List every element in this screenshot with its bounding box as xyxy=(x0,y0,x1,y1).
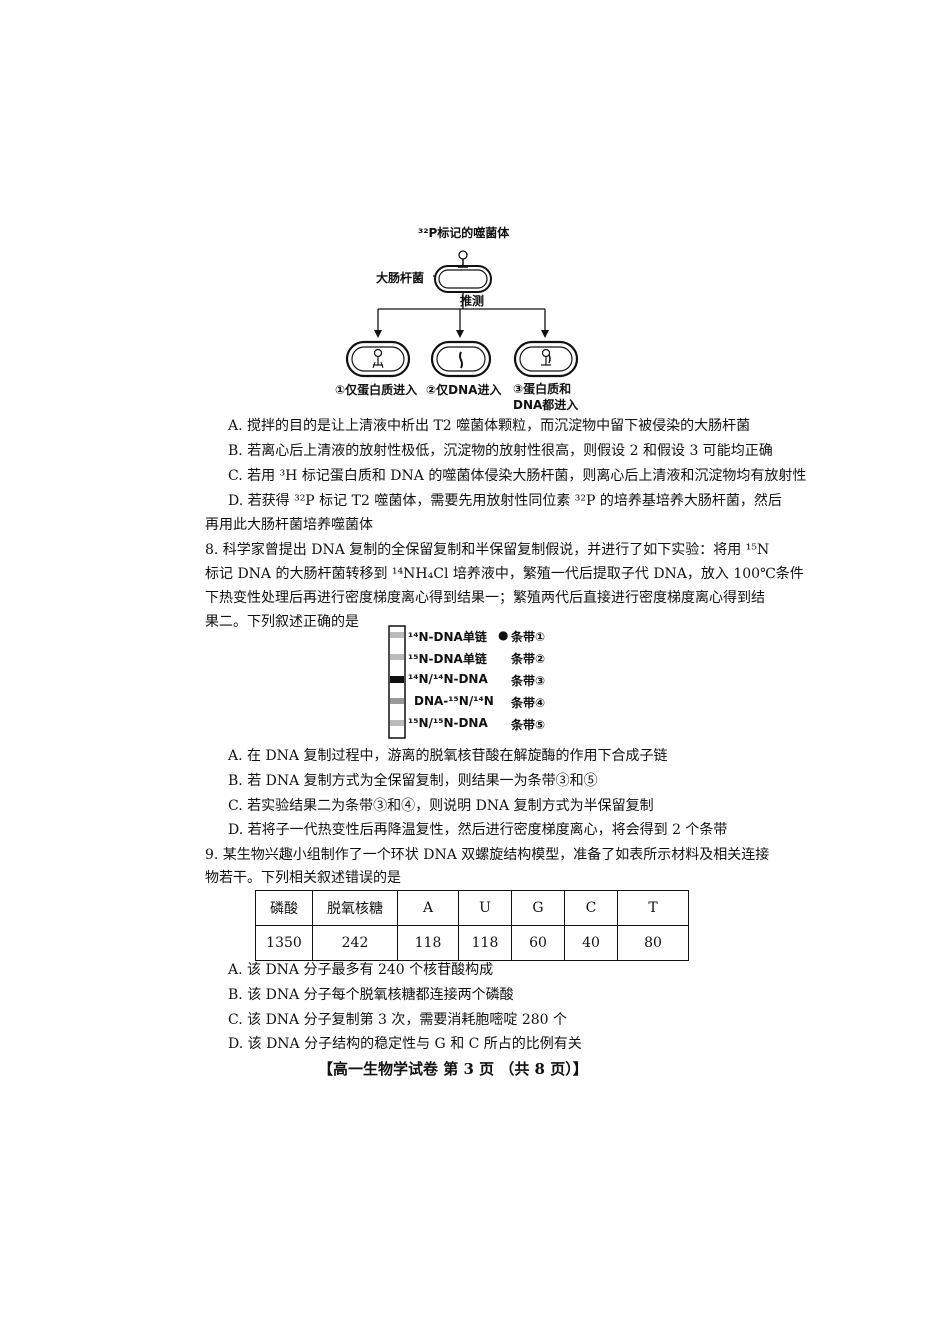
band-5-name: ¹⁵N/¹⁵N-DNA xyxy=(408,716,488,730)
table-header-cell: G xyxy=(511,890,565,926)
q7-option-c: C. 若用 ³H 标记蛋白质和 DNA 的噬菌体侵染大肠杆菌，则离心后上清液和沉… xyxy=(228,468,807,484)
q7-option-d: D. 若获得 ³²P 标记 T2 噬菌体，需要先用放射性同位素 ³²P 的培养基… xyxy=(228,493,782,509)
centrifuge-tube-icon xyxy=(388,625,406,739)
q8-stem-line2: 标记 DNA 的大肠杆菌转移到 ¹⁴NH₄Cl 培养液中，繁殖一代后提取子代 D… xyxy=(205,566,804,582)
figure1-title: ³²P标记的噬菌体 xyxy=(418,226,510,240)
table-header-cell: 脱氧核糖 xyxy=(312,890,398,926)
band-4-name: DNA-¹⁵N/¹⁴N xyxy=(414,694,494,708)
band-4-label: 条带④ xyxy=(511,696,546,710)
centrifuge-tube-diagram: ¹⁴N-DNA单链 ¹⁵N-DNA单链 ¹⁴N/¹⁴N-DNA DNA-¹⁵N/… xyxy=(386,624,566,744)
q8-option-d: D. 若将子一代热变性后再降温复性，然后进行密度梯度离心，将会得到 2 个条带 xyxy=(228,822,728,838)
table-row: 1350 242 118 118 60 40 80 xyxy=(255,925,689,961)
hypothesis-3-label: ③蛋白质和DNA都进入 xyxy=(513,382,579,412)
q9-option-a: A. 该 DNA 分子最多有 240 个核苷酸构成 xyxy=(228,962,494,978)
table-header-row: 磷酸 脱氧核糖 A U G C T xyxy=(255,890,689,926)
table-header-cell: T xyxy=(617,890,689,926)
table-header-cell: U xyxy=(458,890,512,926)
band-marker-dot: ● xyxy=(498,628,509,642)
band-3-name: ¹⁴N/¹⁴N-DNA xyxy=(408,672,488,686)
table-cell: 118 xyxy=(458,925,512,961)
phage-infection-diagram: ³²P标记的噬菌体 大肠杆菌 推测 ①仅蛋白质进入 ②仅DNA进入 ③蛋白质和D… xyxy=(335,222,620,417)
band-5-label: 条带⑤ xyxy=(511,718,546,732)
hypothesis-1-label: ①仅蛋白质进入 xyxy=(335,383,418,397)
q8-option-c: C. 若实验结果二为条带③和④，则说明 DNA 复制方式为半保留复制 xyxy=(228,798,654,814)
band-3-label: 条带③ xyxy=(511,674,546,688)
q7-option-d-cont: 再用此大肠杆菌培养噬菌体 xyxy=(205,517,373,533)
q9-option-c: C. 该 DNA 分子复制第 3 次，需要消耗胞嘧啶 280 个 xyxy=(228,1012,568,1028)
q7-option-b: B. 若离心后上清液的放射性极低，沉淀物的放射性很高，则假设 2 和假设 3 可… xyxy=(228,443,773,459)
q8-stem-line1: 8. 科学家曾提出 DNA 复制的全保留复制和半保留复制假说，并进行了如下实验：… xyxy=(205,542,770,558)
figure1-infer-label: 推测 xyxy=(460,294,485,308)
table-header-cell: 磷酸 xyxy=(255,890,313,926)
table-header-cell: C xyxy=(564,890,618,926)
table-cell: 60 xyxy=(511,925,565,961)
materials-table: 磷酸 脱氧核糖 A U G C T 1350 242 118 118 60 40… xyxy=(255,890,689,961)
q8-option-b: B. 若 DNA 复制方式为全保留复制，则结果一为条带③和⑤ xyxy=(228,773,598,789)
q8-stem-line3: 下热变性处理后再进行密度梯度离心得到结果一；繁殖两代后直接进行密度梯度离心得到结 xyxy=(205,590,765,606)
table-cell: 118 xyxy=(397,925,459,961)
table-header-cell: A xyxy=(397,890,459,926)
q9-stem-line2: 物若干。下列相关叙述错误的是 xyxy=(205,870,401,886)
table-cell: 80 xyxy=(617,925,689,961)
band-2-name: ¹⁵N-DNA单链 xyxy=(408,652,487,666)
hypothesis-2-label: ②仅DNA进入 xyxy=(426,383,502,397)
band-2-label: 条带② xyxy=(511,652,546,666)
table-cell: 1350 xyxy=(255,925,313,961)
page-footer: 【高一生物学试卷 第 3 页 （共 8 页）】 xyxy=(318,1060,588,1078)
q9-stem-line1: 9. 某生物兴趣小组制作了一个环状 DNA 双螺旋结构模型，准备了如表所示材料及… xyxy=(205,847,770,863)
q9-option-b: B. 该 DNA 分子每个脱氧核糖都连接两个磷酸 xyxy=(228,987,514,1003)
q8-stem-line4: 果二。下列叙述正确的是 xyxy=(205,614,359,630)
band-1-name: ¹⁴N-DNA单链 xyxy=(408,630,487,644)
table-cell: 40 xyxy=(564,925,618,961)
q8-option-a: A. 在 DNA 复制过程中，游离的脱氧核苷酸在解旋酶的作用下合成子链 xyxy=(228,748,668,764)
table-cell: 242 xyxy=(312,925,398,961)
q7-option-a: A. 搅拌的目的是让上清液中析出 T2 噬菌体颗粒，而沉淀物中留下被侵染的大肠杆… xyxy=(228,418,751,434)
phage-diagram-graphic xyxy=(345,250,579,378)
q9-option-d: D. 该 DNA 分子结构的稳定性与 G 和 C 所占的比例有关 xyxy=(228,1036,582,1052)
figure1-host-label: 大肠杆菌 xyxy=(376,271,425,285)
band-1-label: 条带① xyxy=(511,630,546,644)
